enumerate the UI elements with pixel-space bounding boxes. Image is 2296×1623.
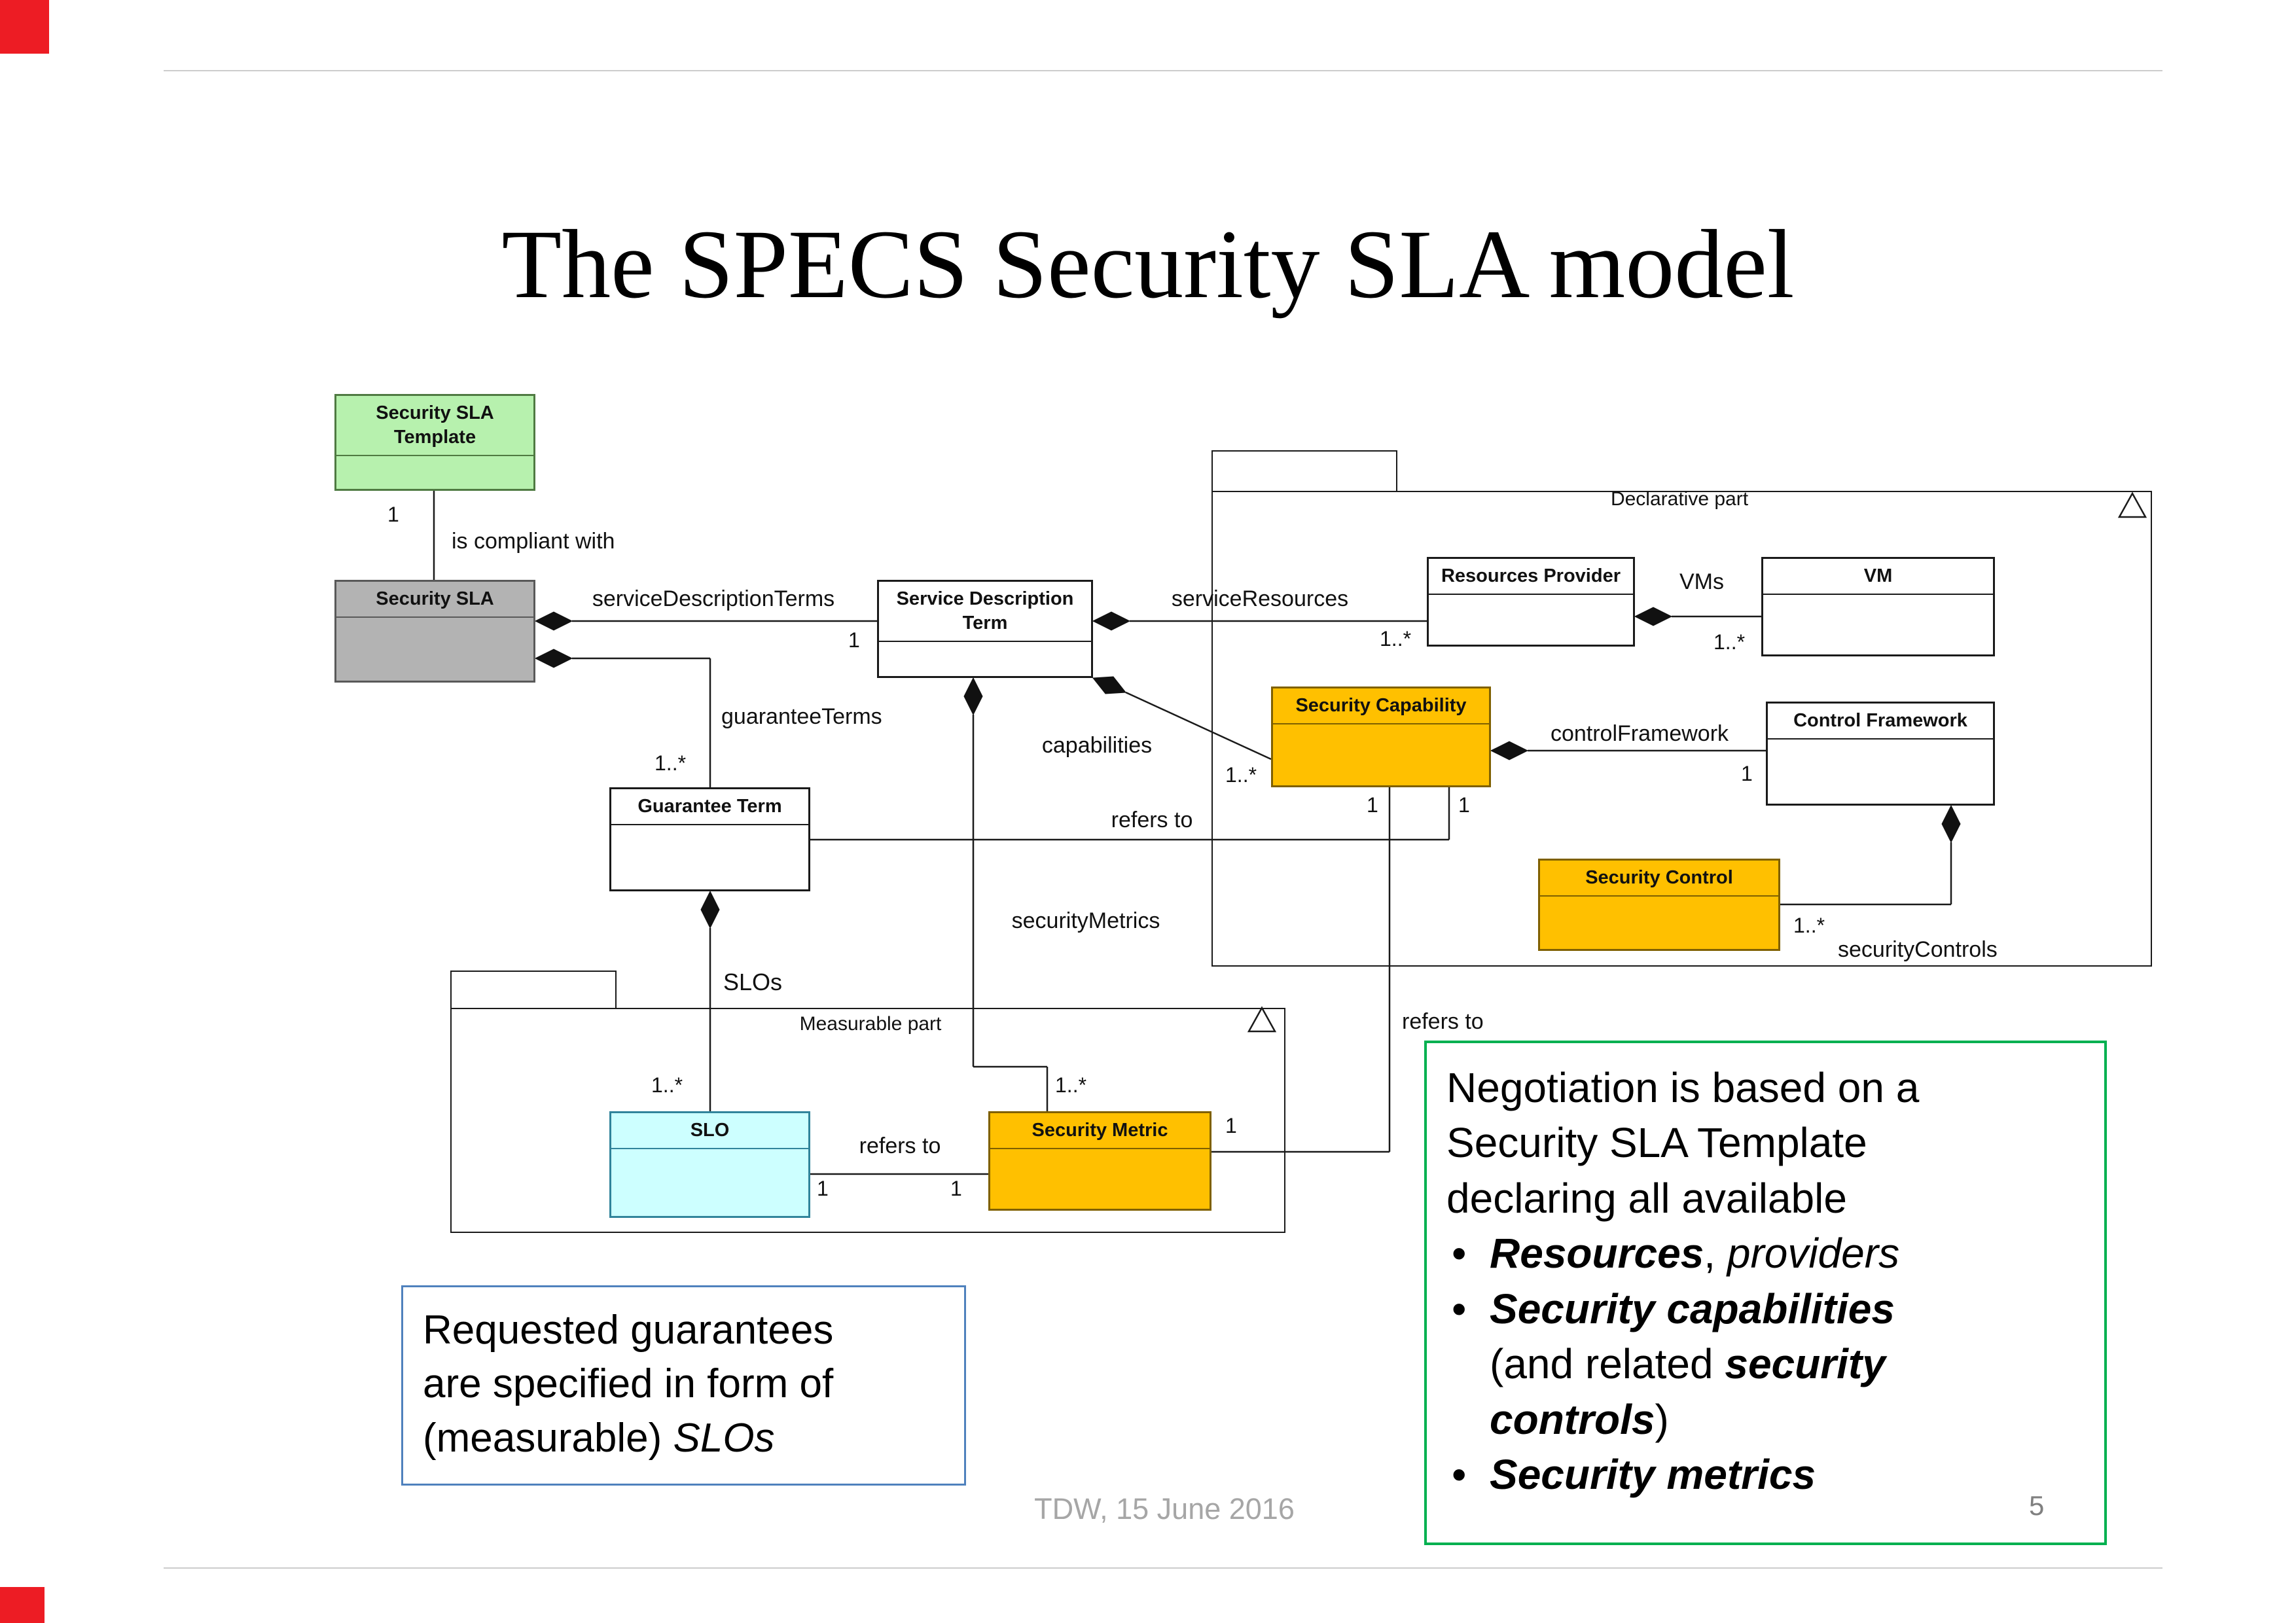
label-refers-to-slo: refers to: [859, 1133, 941, 1158]
bottom-rule: [164, 1567, 2162, 1569]
label-is-compliant-with: is compliant with: [452, 529, 615, 554]
class-title: Guarantee Term: [637, 796, 782, 817]
class-title: Security Capability: [1295, 695, 1467, 716]
class-title: Security Control: [1585, 867, 1733, 888]
bullet-text: Security capabilities (and related secur…: [1490, 1285, 1895, 1443]
slide-title: The SPECS Security SLA model: [501, 210, 1795, 319]
composition-diamond-icon: [534, 649, 573, 668]
label-slo-mult: 1..*: [651, 1073, 683, 1097]
class-guarantee-term: Guarantee Term: [609, 787, 810, 891]
class-body: [611, 824, 808, 889]
green-note-bullet-2: • Security capabilities (and related sec…: [1446, 1281, 2085, 1447]
package-measurable: [450, 1008, 1285, 1233]
class-body: [1540, 895, 1778, 949]
package-measurable-tab: [450, 971, 617, 1009]
label-service-description-terms: serviceDescriptionTerms: [592, 586, 835, 611]
class-body: [336, 616, 533, 681]
label-cfw-mult: 1: [1741, 762, 1753, 785]
label-security-metrics: securityMetrics: [1011, 908, 1160, 933]
slide-footer: TDW, 15 June 2016: [1034, 1492, 1295, 1525]
package-label-declarative: Declarative part: [1610, 488, 1749, 510]
class-body: [1763, 594, 1993, 654]
class-title: VM: [1863, 565, 1893, 586]
class-vm: VM: [1761, 557, 1995, 656]
package-declarative-tab: [1211, 450, 1397, 492]
red-corner-bottom-left: [0, 1587, 45, 1623]
class-security-metric: Security Metric: [988, 1111, 1211, 1211]
green-note-intro: Negotiation is based on a Security SLA T…: [1446, 1064, 1920, 1222]
class-title: Resources Provider: [1441, 565, 1621, 586]
red-corner-top-left: [0, 0, 49, 54]
label-sctrl-mult: 1..*: [1793, 914, 1825, 937]
class-security-sla-template: Security SLA Template: [334, 394, 535, 491]
class-service-description-term: Service Description Term: [877, 580, 1093, 678]
bullet-text: Resources, providers: [1490, 1230, 1900, 1277]
label-slos: SLOs: [723, 969, 783, 995]
class-body: [990, 1148, 1210, 1209]
class-body: [1273, 723, 1489, 785]
bullet-icon: •: [1452, 1285, 1467, 1332]
class-body: [611, 1148, 808, 1216]
composition-diamond-icon: [1092, 611, 1131, 631]
class-security-capability: Security Capability: [1271, 687, 1491, 787]
class-security-control: Security Control: [1538, 859, 1780, 951]
label-cap-bottom-mult-right: 1: [1458, 793, 1470, 817]
composition-diamond-icon: [1092, 676, 1126, 694]
class-title: Security SLA Template: [376, 402, 494, 448]
bullet-text: Security metrics: [1490, 1451, 1816, 1499]
top-rule: [164, 70, 2162, 71]
green-note-bullet-3: • Security metrics: [1446, 1447, 2085, 1502]
label-capabilities: capabilities: [1041, 733, 1153, 758]
class-title: Service Description Term: [896, 588, 1074, 634]
label-control-framework: controlFramework: [1550, 721, 1729, 746]
label-slo-end-mult: 1: [817, 1177, 829, 1200]
blue-note-text: Requested guarantees are specified in fo…: [423, 1308, 834, 1461]
label-vms: VMs: [1679, 569, 1724, 594]
page-number: 5: [2029, 1490, 2045, 1521]
green-note-bullet-1: • Resources, providers: [1446, 1226, 2085, 1281]
class-title: SLO: [690, 1120, 730, 1141]
label-service-resources: serviceResources: [1171, 586, 1349, 611]
label-refers-to-guarantee: refers to: [1111, 808, 1193, 832]
class-title: Security SLA: [376, 588, 494, 609]
class-body: [1429, 594, 1633, 645]
green-note: Negotiation is based on a Security SLA T…: [1424, 1041, 2107, 1545]
class-title: Control Framework: [1793, 710, 1967, 731]
label-refers-to-capability: refers to: [1402, 1009, 1484, 1034]
label-guarantee-terms: guaranteeTerms: [721, 704, 882, 729]
label-sm-right-mult: 1: [1225, 1114, 1237, 1137]
bullet-icon: •: [1452, 1451, 1467, 1499]
label-cap-bottom-mult-left: 1: [1367, 793, 1378, 817]
class-security-sla: Security SLA: [334, 580, 535, 683]
composition-diamond-icon: [700, 890, 720, 929]
bullet-icon: •: [1452, 1230, 1467, 1277]
class-title: Security Metric: [1031, 1120, 1168, 1141]
label-gt-mult: 1..*: [655, 751, 687, 775]
package-label-measurable: Measurable part: [799, 1013, 942, 1035]
label-security-controls: securityControls: [1838, 937, 1998, 962]
label-sm-end-mult: 1: [950, 1177, 962, 1200]
class-body: [1768, 738, 1993, 804]
class-control-framework: Control Framework: [1766, 702, 1995, 806]
composition-diamond-icon: [534, 611, 573, 631]
label-rp-mult: 1..*: [1380, 627, 1412, 651]
label-cap-mult: 1..*: [1225, 763, 1257, 787]
class-slo: SLO: [609, 1111, 810, 1218]
class-body: [336, 455, 533, 489]
class-resources-provider: Resources Provider: [1427, 557, 1635, 647]
blue-note: Requested guarantees are specified in fo…: [401, 1285, 966, 1486]
label-sm-top-mult: 1..*: [1055, 1073, 1087, 1097]
composition-diamond-icon: [963, 677, 983, 716]
label-vm-mult: 1..*: [1713, 630, 1746, 654]
label-sdt-mult: 1: [848, 628, 860, 652]
class-body: [879, 641, 1091, 676]
label-compliant-mult: 1: [387, 503, 399, 526]
